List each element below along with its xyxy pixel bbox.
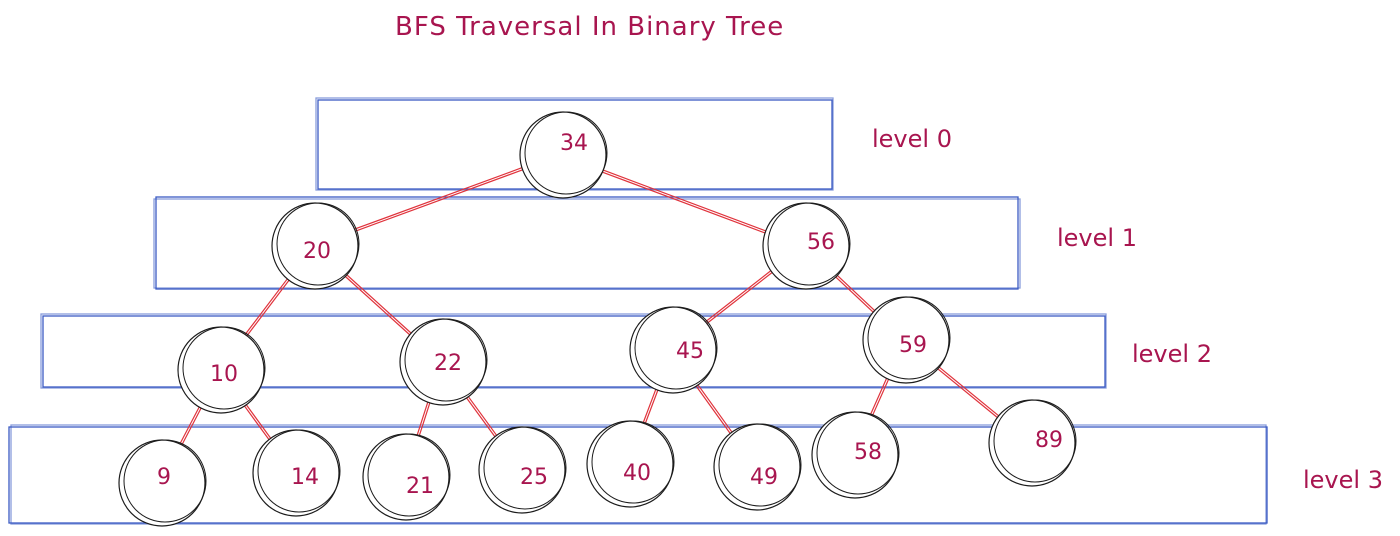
node-value: 9 — [157, 465, 171, 490]
node-value: 40 — [623, 461, 651, 486]
node-value: 58 — [854, 440, 882, 465]
tree-node-25: 25 — [478, 426, 567, 514]
tree-edge-45-40 — [644, 390, 659, 424]
tree-edge-20-10 — [246, 279, 290, 337]
tree-edge-20-22 — [346, 274, 412, 334]
node-value: 45 — [676, 339, 704, 364]
tree-edge-34-56 — [603, 169, 766, 232]
tree-node-59: 59 — [862, 296, 951, 384]
tree-edge-45-49 — [697, 384, 733, 433]
node-value: 59 — [899, 333, 927, 358]
node-value: 49 — [750, 465, 778, 490]
level-label-2: level 2 — [1132, 340, 1212, 368]
node-value: 56 — [807, 230, 835, 255]
tree-edge-34-20 — [355, 169, 523, 232]
tree-node-89: 89 — [988, 399, 1077, 487]
tree-node-34: 34 — [519, 111, 608, 199]
level-label-3: level 3 — [1303, 466, 1383, 494]
tree-edges — [179, 167, 1000, 446]
level-label-0: level 0 — [872, 125, 952, 153]
tree-node-20: 20 — [271, 202, 360, 290]
tree-edge-34-56-stroke-2 — [602, 171, 766, 234]
node-value: 21 — [406, 474, 434, 499]
tree-edge-59-89 — [938, 366, 1000, 417]
tree-edge-22-21-stroke-2 — [416, 402, 429, 436]
tree-edge-10-9 — [181, 407, 202, 446]
tree-nodes: 34 20 56 10 22 45 59 — [118, 111, 1077, 527]
tree-edge-56-59-stroke-2 — [835, 276, 874, 313]
diagram-title: BFS Traversal In Binary Tree — [395, 12, 784, 42]
tree-node-56: 56 — [762, 202, 851, 290]
tree-edge-56-59 — [836, 275, 876, 311]
node-value: 14 — [291, 465, 319, 490]
tree-edge-22-21 — [418, 402, 431, 437]
level-label-1: level 1 — [1057, 224, 1137, 252]
tree-node-40: 40 — [586, 420, 675, 508]
node-value: 22 — [434, 351, 462, 376]
tree-node-9: 9 — [118, 439, 207, 527]
node-value: 10 — [210, 362, 238, 387]
tree-node-22: 22 — [399, 318, 488, 406]
tree-node-49: 49 — [713, 423, 802, 511]
node-value: 25 — [520, 465, 548, 490]
level-band-2 — [40, 313, 1107, 389]
tree-edge-45-49-stroke-2 — [695, 385, 731, 434]
tree-edge-10-14 — [245, 404, 272, 439]
tree-edge-45-40-stroke-2 — [642, 389, 657, 424]
tree-edge-22-25-stroke-2 — [466, 397, 496, 437]
tree-node-14: 14 — [252, 429, 341, 517]
tree-node-58: 58 — [811, 411, 900, 499]
tree-edge-56-45-stroke-2 — [705, 270, 772, 323]
tree-edge-59-58-stroke-2 — [869, 378, 888, 416]
tree-edge-10-9-stroke-2 — [179, 406, 200, 445]
tree-edge-20-22-stroke-2 — [344, 276, 411, 336]
tree-edge-56-45 — [706, 272, 773, 324]
node-value: 89 — [1035, 428, 1063, 453]
tree-node-10: 10 — [177, 326, 266, 414]
node-value: 34 — [560, 131, 588, 156]
tree-edge-59-58 — [871, 379, 890, 416]
tree-edge-20-10-stroke-2 — [244, 278, 288, 335]
node-value: 20 — [303, 239, 331, 264]
tree-edge-59-89-stroke-2 — [937, 368, 998, 418]
tree-edge-34-20-stroke-2 — [354, 167, 523, 230]
tree-node-21: 21 — [362, 433, 451, 521]
tree-edge-10-14-stroke-2 — [244, 405, 270, 440]
tree-edge-22-25 — [467, 396, 498, 436]
level-band-1 — [153, 196, 1021, 290]
tree-node-45: 45 — [629, 306, 718, 394]
